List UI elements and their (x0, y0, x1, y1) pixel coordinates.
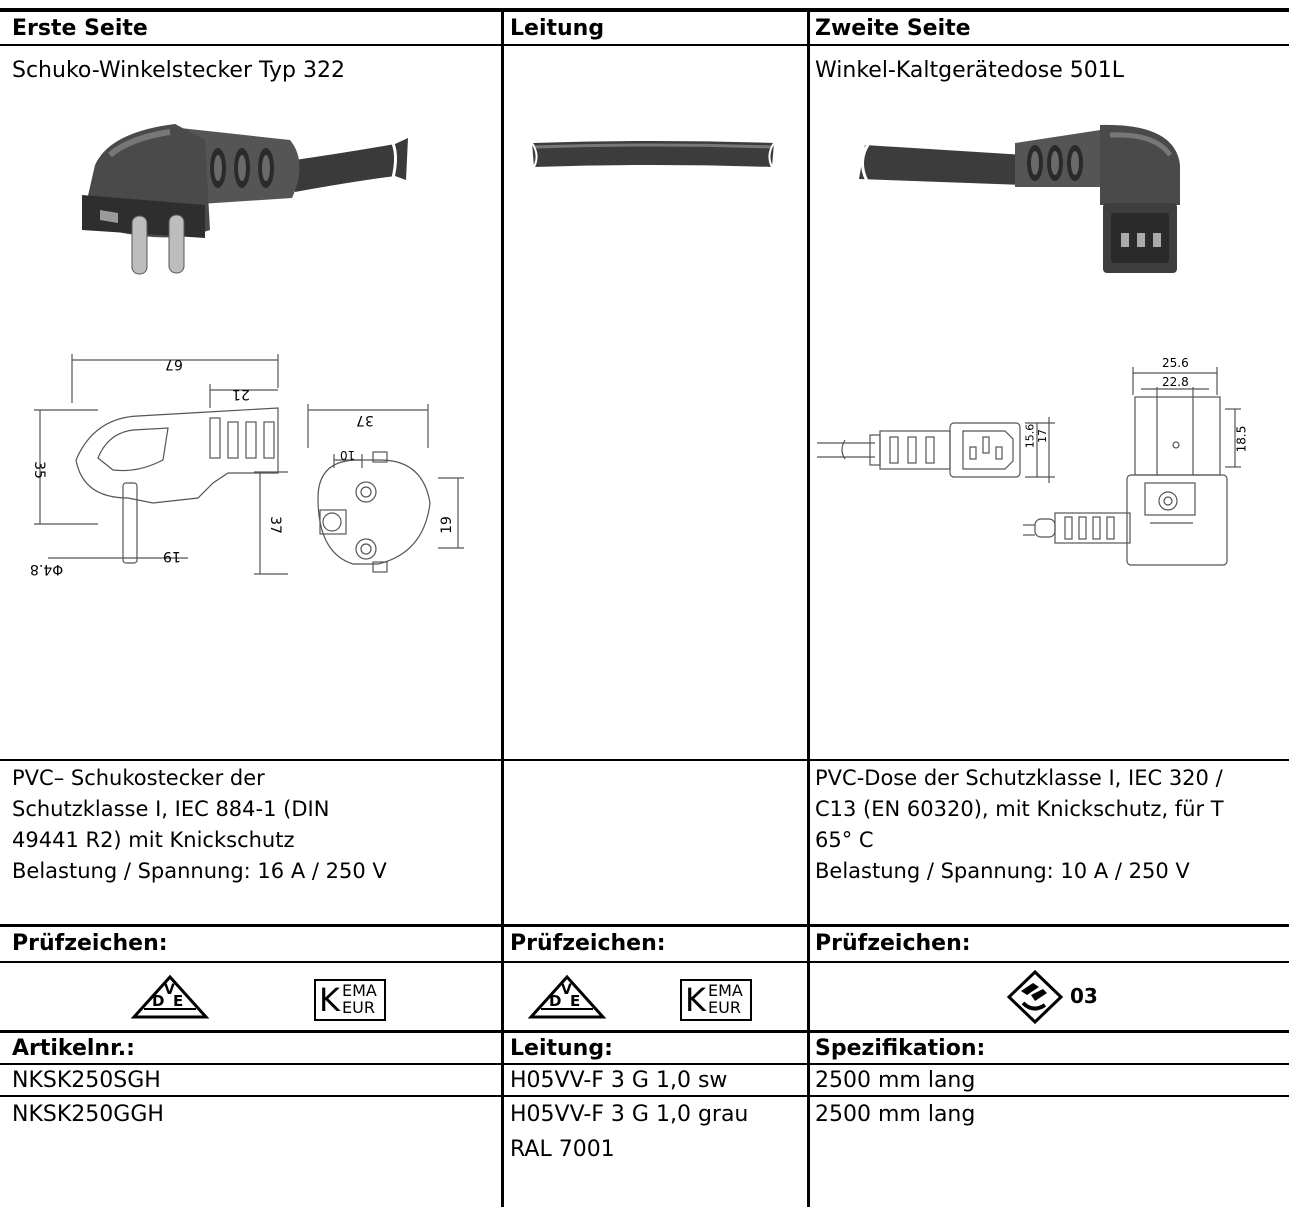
marks-row-divider (0, 1030, 1289, 1033)
plug-dim-35: 35 (30, 461, 47, 479)
enec-number: 03 (1070, 984, 1098, 1008)
plug-dim-67: 67 (165, 356, 183, 372)
side1-description-line: 49441 R2) mit Knickschutz (12, 828, 295, 852)
vde-letter-d: D (549, 992, 562, 1010)
vde-mark-icon (130, 974, 210, 1019)
vde-letter-v: V (561, 982, 572, 998)
article-row-1-artikel: NKSK250SGH (12, 1068, 161, 1093)
enec-mark-icon (1006, 969, 1064, 1025)
kema-keur-mark-icon: K EMA EUR (680, 979, 752, 1021)
plug-dimension-drawing (34, 354, 464, 575)
socket-dim-25-6: 25.6 (1162, 356, 1189, 370)
kema-keur-mark-icon: K EMA EUR (314, 979, 386, 1021)
side2-description-line: PVC-Dose der Schutzklasse I, IEC 320 / (815, 766, 1223, 790)
vde-letter-v: V (164, 982, 175, 998)
side2-description-line: C13 (EN 60320), mit Knickschutz, für T (815, 797, 1224, 821)
pruefzeichen-label-side1: Prüfzeichen: (12, 931, 168, 956)
articles-header-leitung: Leitung: (510, 1036, 613, 1061)
plug-dim-phi-4-8: Φ4.8 (30, 561, 64, 577)
article-row-2-artikel: NKSK250GGH (12, 1102, 164, 1127)
side1-description-line: Belastung / Spannung: 16 A / 250 V (12, 859, 387, 883)
vde-letter-e: E (570, 992, 581, 1010)
side1-description-line: PVC– Schukostecker der (12, 766, 265, 790)
side2-description-line: 65° C (815, 828, 874, 852)
pruefzeichen-label-divider (0, 961, 1289, 963)
side1-description-line: Schutzklasse I, IEC 884-1 (DIN (12, 797, 330, 821)
side2-description-line: Belastung / Spannung: 10 A / 250 V (815, 859, 1190, 883)
socket-dim-17: 17 (1036, 429, 1049, 443)
description-row-divider (0, 759, 1289, 761)
vde-mark-icon (527, 974, 607, 1019)
pruefzeichen-label-side2: Prüfzeichen: (815, 931, 971, 956)
kema-ema: EMA (342, 981, 377, 1000)
socket-dimension-drawing (817, 367, 1241, 566)
schuko-angled-plug-image (82, 124, 408, 275)
header-erste-seite: Erste Seite (12, 16, 148, 41)
plug-dim-21: 21 (232, 386, 250, 402)
pruefzeichen-label-cable: Prüfzeichen: (510, 931, 666, 956)
socket-dim-15-6: 15.6 (1023, 423, 1037, 449)
cable-image (531, 141, 775, 168)
header-zweite-seite: Zweite Seite (815, 16, 971, 41)
articles-header-spezifikation: Spezifikation: (815, 1036, 986, 1061)
plug-dim-10: 10 (340, 448, 356, 462)
side1-title: Schuko-Winkelstecker Typ 322 (12, 58, 345, 83)
socket-dim-18-5: 18.5 (1234, 425, 1249, 453)
table-top-border (0, 8, 1289, 12)
header-row-divider (0, 44, 1289, 46)
pruefzeichen-row-top-border (0, 924, 1289, 927)
plug-dim-37-top: 37 (356, 412, 374, 428)
side2-description: PVC-Dose der Schutzklasse I, IEC 320 / C… (815, 763, 1285, 887)
kema-k: K (319, 981, 340, 1019)
kema-ema: EMA (708, 981, 743, 1000)
kema-k: K (685, 981, 706, 1019)
plug-dim-37-side: 37 (266, 516, 283, 534)
angled-iec-socket-image (859, 124, 1180, 273)
vde-letter-e: E (173, 992, 184, 1010)
articles-row-divider (0, 1095, 1289, 1097)
column-divider-2 (807, 8, 810, 1207)
article-row-2-spezifikation: 2500 mm lang (815, 1102, 976, 1127)
article-row-1-spezifikation: 2500 mm lang (815, 1068, 976, 1093)
article-row-2-leitung: H05VV-F 3 G 1,0 grau (510, 1102, 749, 1127)
kema-eur: EUR (708, 998, 741, 1017)
side1-description: PVC– Schukostecker der Schutzklasse I, I… (12, 763, 492, 887)
plug-dim-19-bottom: 19 (163, 548, 181, 564)
articles-header-divider (0, 1063, 1289, 1065)
article-row-2-leitung-color: RAL 7001 (510, 1137, 615, 1162)
vde-letter-d: D (152, 992, 165, 1010)
side2-title: Winkel-Kaltgerätedose 501L (815, 58, 1124, 83)
column-divider-1 (501, 8, 504, 1207)
article-row-1-leitung: H05VV-F 3 G 1,0 sw (510, 1068, 728, 1093)
kema-eur: EUR (342, 998, 375, 1017)
header-leitung: Leitung (510, 16, 605, 41)
articles-header-artikelnr: Artikelnr.: (12, 1036, 135, 1061)
socket-dim-22-8: 22.8 (1162, 375, 1189, 389)
plug-dim-19-side: 19 (438, 516, 455, 534)
